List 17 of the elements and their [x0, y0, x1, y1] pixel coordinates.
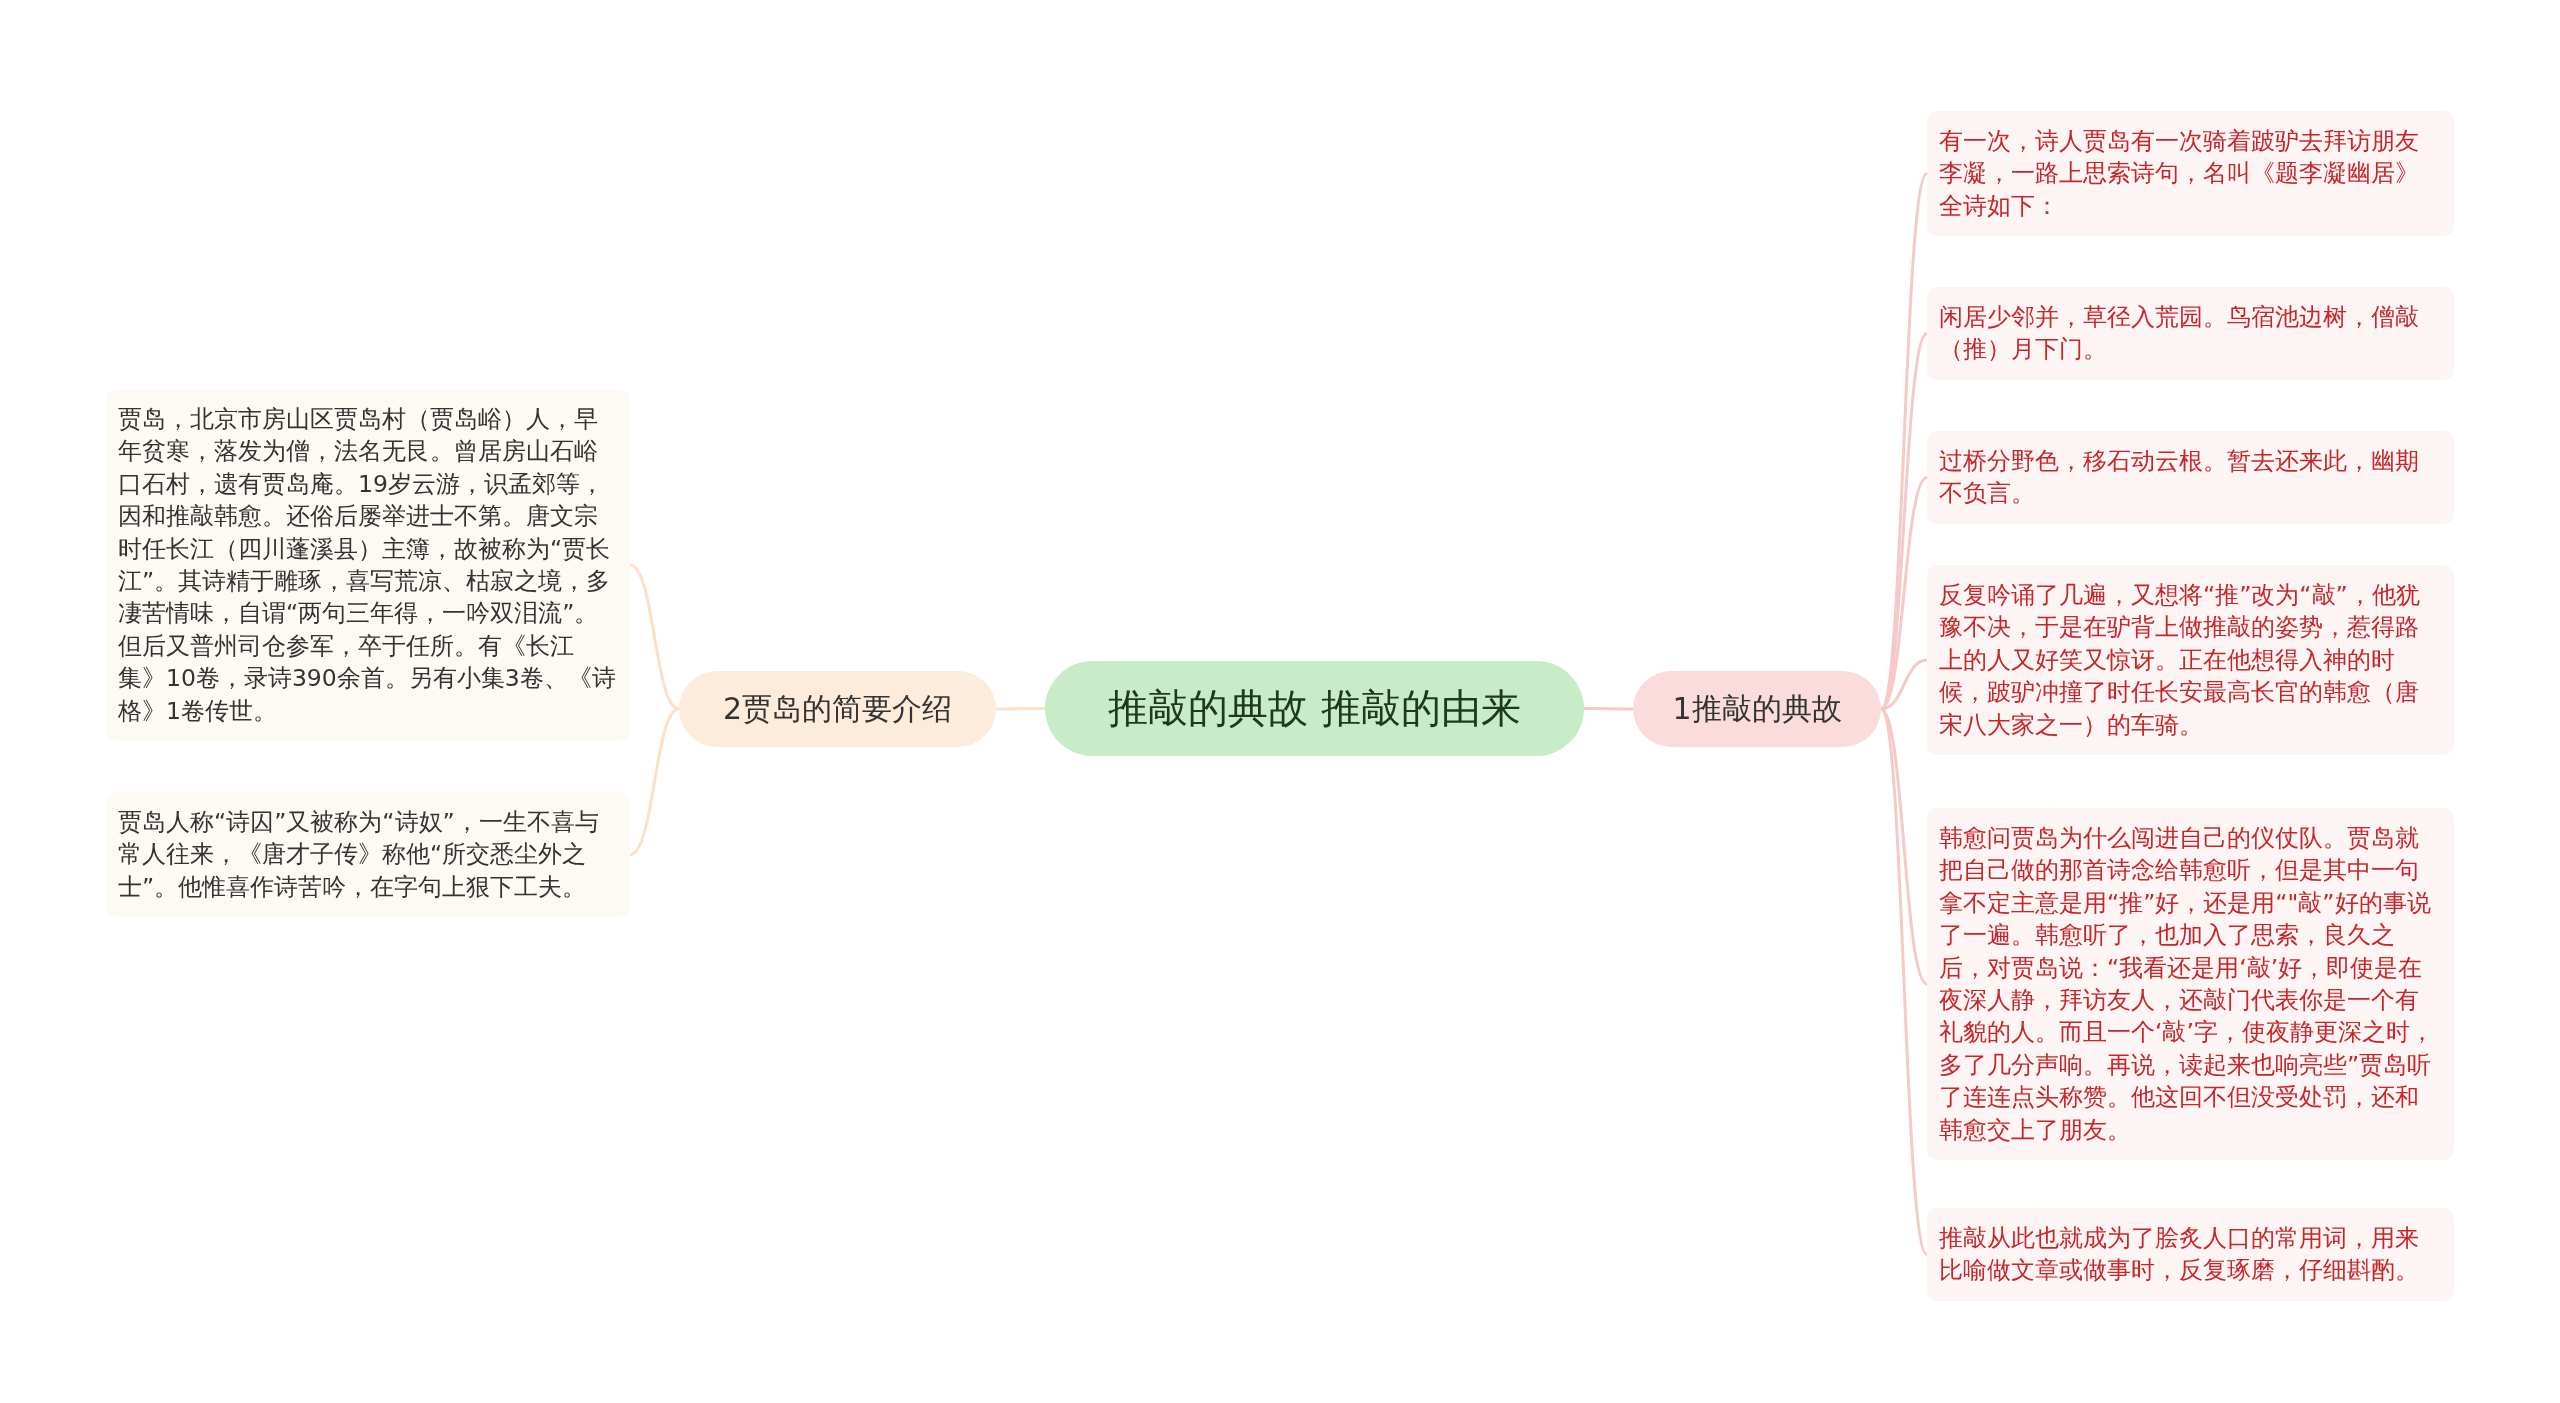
- note-box: 贾岛，北京市房山区贾岛村（贾岛峪）人，早年贫寒，落发为僧，法名无艮。曾居房山石峪口石村，遗有贾岛庵。19岁云游，识孟郊等，因和推敲韩愈。还俗后屡举进士不第。唐文宗时任长江（四川蓬溪县）主簿，故被称为“贾长江”。其诗精于雕琢，喜写荒凉、枯寂之境，多凄苦情味，自谓“两句三年得，一吟双泪流”。但后又普州司仓参军，卒于任所。有《长江集》10卷，录诗390余首。另有小集3卷、《诗格》1卷传世。: [106, 389, 630, 742]
- connector-line: [1879, 708, 1929, 1256]
- central-topic: 推敲的典故 推敲的由来: [1045, 661, 1584, 756]
- connector-line: [1879, 172, 1929, 710]
- note-box: 韩愈问贾岛为什么闯进自己的仪仗队。贾岛就把自己做的那首诗念给韩愈听，但是其中一句拿不定主意是用“推”好，还是用“"敲”好的事说了一遍。韩愈听了，也加入了思索，良久之后，对贾岛说：“我看还是用‘敲’好，即使是在夜深人静，拜访友人，还敲门代表你是一个有礼貌的人。而且一个‘敲’字，使夜静更深之时，多了几分声响。再说，读起来也响亮些”贾岛听了连连点头称赞。他这回不但没受处罚，还和韩愈交上了朋友。: [1927, 808, 2454, 1161]
- note-box: 推敲从此也就成为了脍炙人口的常用词，用来比喻做文章或做事时，反复琢磨，仔细斟酌。: [1927, 1208, 2454, 1301]
- connector-line: [1584, 707, 1633, 711]
- connector-line: [996, 707, 1045, 711]
- topic-box: 2贾岛的简要介绍: [679, 671, 996, 747]
- note-box: 闲居少邻并，草径入荒园。鸟宿池边树，僧敲（推）月下门。: [1927, 287, 2454, 380]
- connector-line: [629, 563, 680, 711]
- note-box: 过桥分野色，移石动云根。暂去还来此，幽期不负言。: [1927, 431, 2454, 524]
- topic-box: 1推敲的典故: [1633, 671, 1881, 747]
- note-box: 贾岛人称“诗囚”又被称为“诗奴”，一生不喜与常人往来，《唐才子传》称他“所交悉尘外之士”。他惟喜作诗苦吟，在字句上狠下工夫。: [106, 792, 630, 918]
- connector-line: [629, 707, 680, 856]
- note-box: 反复吟诵了几遍，又想将“推”改为“敲”，他犹豫不决，于是在驴背上做推敲的姿势，惹得路上的人又好笑又惊讶。正在他想得入神的时候，跛驴冲撞了时任长安最高长官的韩愈（唐宋八大家之一）的车骑。: [1927, 565, 2454, 756]
- note-box: 有一次，诗人贾岛有一次骑着跛驴去拜访朋友李凝，一路上思索诗句，名叫《题李凝幽居》全诗如下：: [1927, 111, 2454, 237]
